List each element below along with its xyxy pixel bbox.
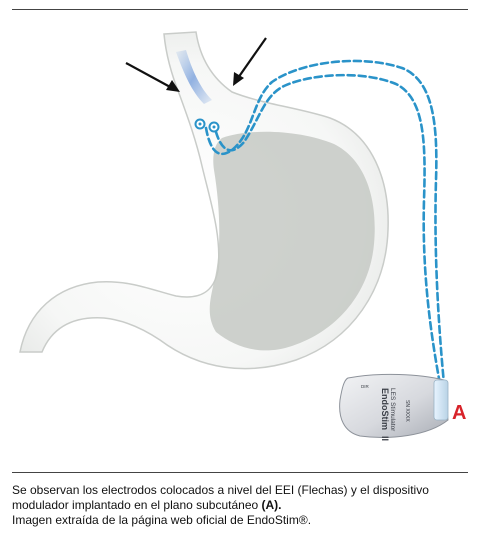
device-model-suffix: II xyxy=(380,436,390,441)
lead-wire-inner xyxy=(214,73,442,386)
caption-line1-bold: (A). xyxy=(261,498,282,512)
arrows xyxy=(125,37,267,92)
stomach xyxy=(19,31,389,370)
caption-line1: Se observan los electrodos colocados a n… xyxy=(12,483,429,512)
label-a: A xyxy=(452,402,466,424)
device-serial: SN XXXX xyxy=(404,400,410,422)
device-connector-label: DIR xyxy=(361,384,370,389)
electrodes xyxy=(194,118,220,133)
esophagus-highlight xyxy=(176,50,212,104)
caption-rule xyxy=(12,472,468,473)
stomach-illustration: EndoStim II LES Stimulator SN XXXX DIR A xyxy=(19,31,466,441)
device-subtitle: LES Stimulator xyxy=(389,388,396,432)
device-connector xyxy=(433,379,449,421)
arrow-right-icon xyxy=(233,37,267,86)
device-brand: EndoStim xyxy=(380,388,390,430)
lead-wires xyxy=(204,59,446,386)
figure-caption: Se observan los electrodos colocados a n… xyxy=(12,483,468,528)
stomach-inner-area xyxy=(209,131,375,351)
arrow-left-icon xyxy=(125,62,180,92)
electrode-right xyxy=(208,121,220,133)
device-body xyxy=(339,373,449,438)
caption-line2: Imagen extraída de la página web oficial… xyxy=(12,513,312,527)
top-rule xyxy=(12,9,468,10)
stimulator-device: EndoStim II LES Stimulator SN XXXX DIR xyxy=(339,373,449,441)
electrode-left xyxy=(194,118,206,130)
